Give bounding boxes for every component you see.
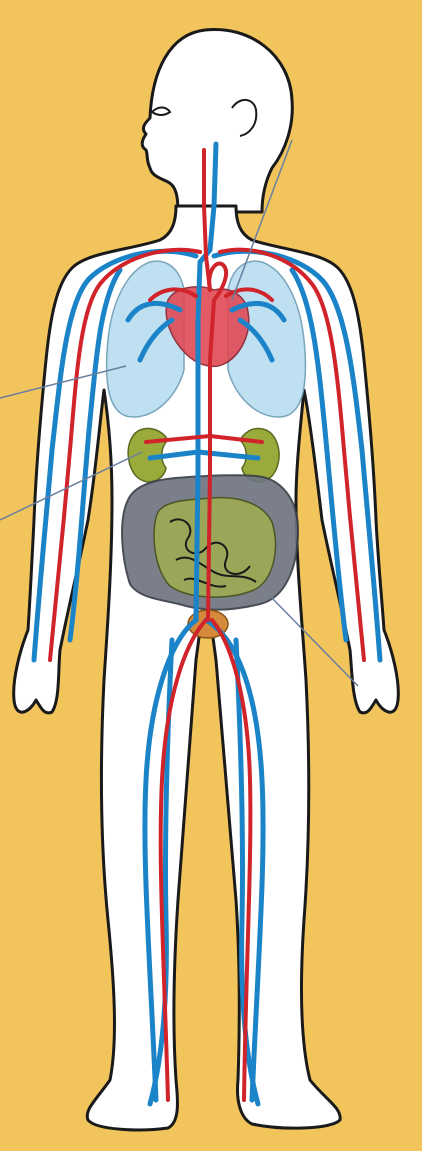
- small-intestine: [154, 498, 275, 597]
